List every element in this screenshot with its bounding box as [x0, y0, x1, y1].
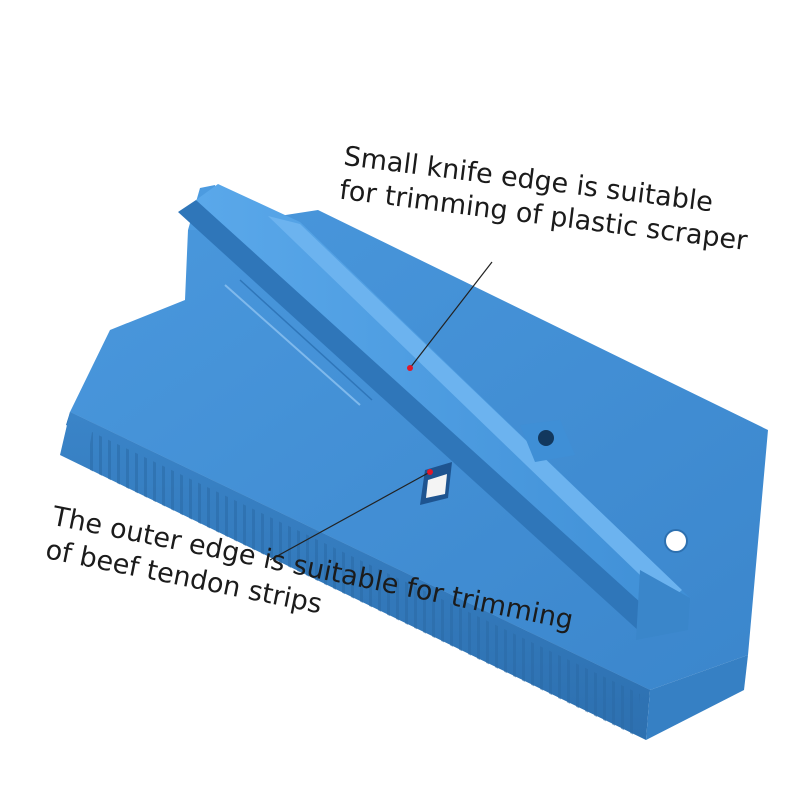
base-right-side: [646, 655, 748, 740]
pointer-dot-top: [407, 365, 413, 371]
guide-line-1: [224, 284, 361, 406]
rail-ridge: [268, 216, 682, 602]
rail-end-lug: [636, 570, 690, 640]
blade-insert: [426, 474, 447, 498]
mounting-hole: [665, 530, 687, 552]
base-front-ribs: [86, 432, 640, 736]
mounting-hole-rim: [664, 529, 688, 553]
leader-line-top: [409, 261, 493, 369]
guide-line-2: [239, 279, 373, 401]
rail-top: [196, 184, 690, 622]
bracket-hole: [538, 430, 554, 446]
leader-line-bottom: [269, 471, 431, 561]
pointer-dot-bottom: [427, 469, 433, 475]
rail-side: [178, 200, 660, 632]
